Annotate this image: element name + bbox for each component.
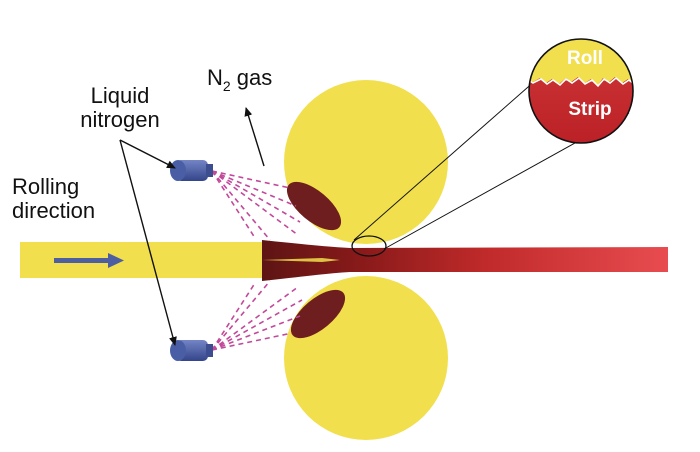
rolling-direction-arrow bbox=[54, 253, 124, 268]
liquid-nitrogen-label-line1: Liquid bbox=[91, 83, 150, 108]
outgoing-strip bbox=[262, 240, 668, 281]
n2-gas-label-subscript: 2 bbox=[223, 78, 231, 94]
zoom-target-ellipse bbox=[351, 235, 387, 257]
lower-roll bbox=[284, 276, 448, 440]
rolling-direction-label-line1: Rolling bbox=[12, 174, 79, 199]
n2-gas-label: N2 gas bbox=[207, 65, 272, 94]
upper-nozzle bbox=[170, 160, 213, 181]
strip-cleft bbox=[262, 258, 340, 262]
upper-spray bbox=[211, 170, 301, 241]
lower-nozzle bbox=[170, 340, 213, 361]
n2-gas-arrow bbox=[244, 107, 265, 167]
lower-spray bbox=[211, 280, 303, 351]
liquid-nitrogen-label-line2: nitrogen bbox=[80, 107, 160, 132]
lower-frozen-zone bbox=[290, 289, 346, 339]
liquid-nitrogen-arrow-lower bbox=[119, 139, 177, 346]
upper-frozen-zone bbox=[286, 181, 342, 231]
rolling-direction-label-line2: direction bbox=[12, 198, 95, 223]
n2-gas-label-n: N bbox=[207, 65, 223, 90]
zoom-connector-upper bbox=[353, 72, 545, 241]
n2-gas-label-gas: gas bbox=[231, 65, 273, 90]
liquid-nitrogen-arrow-upper bbox=[119, 139, 176, 169]
zoom-strip-label: Strip bbox=[568, 99, 611, 120]
zoom-roll-label: Roll bbox=[567, 48, 603, 69]
